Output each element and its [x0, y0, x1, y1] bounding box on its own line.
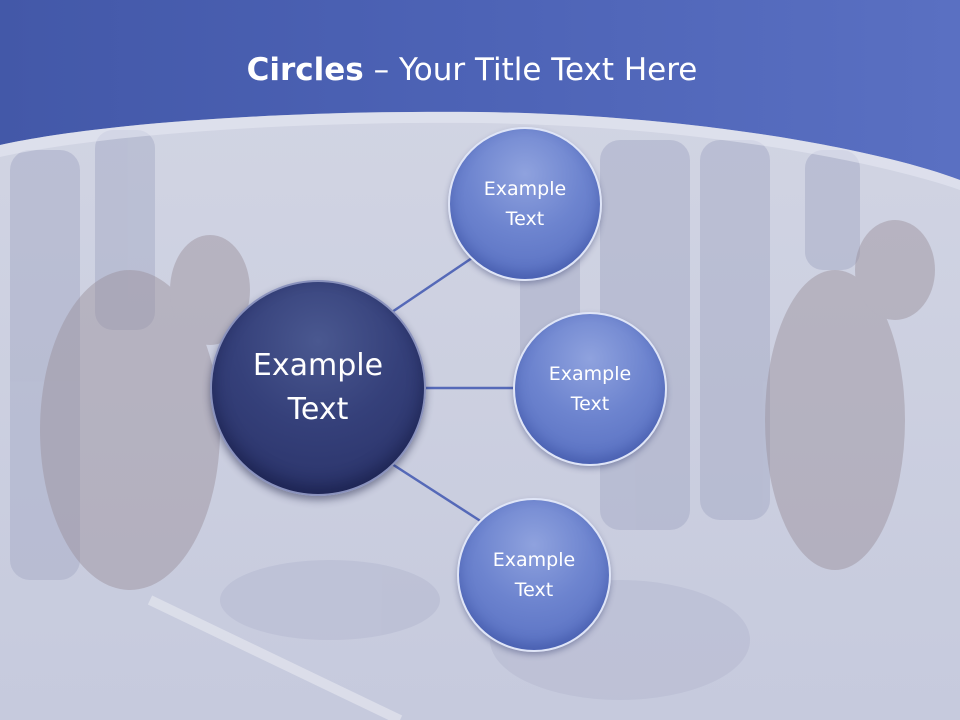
slide-title: Circles – Your Title Text Here [0, 52, 944, 88]
title-bold-part: Circles [246, 52, 364, 88]
satellite-circle-bottom[interactable]: Example Text [457, 498, 611, 652]
connector-line-top [391, 256, 473, 314]
connector-line-bottom [391, 462, 483, 524]
satellite-circle-top[interactable]: Example Text [448, 127, 602, 281]
satellite-circle-label: Example Text [483, 178, 567, 230]
satellite-circle-middle[interactable]: Example Text [513, 312, 667, 466]
title-rest-part: – Your Title Text Here [363, 52, 698, 88]
center-circle[interactable]: Example Text [210, 280, 426, 496]
center-circle-label: Example Text [252, 348, 384, 427]
satellite-circle-label: Example Text [548, 363, 632, 415]
satellite-circle-label: Example Text [492, 549, 576, 601]
